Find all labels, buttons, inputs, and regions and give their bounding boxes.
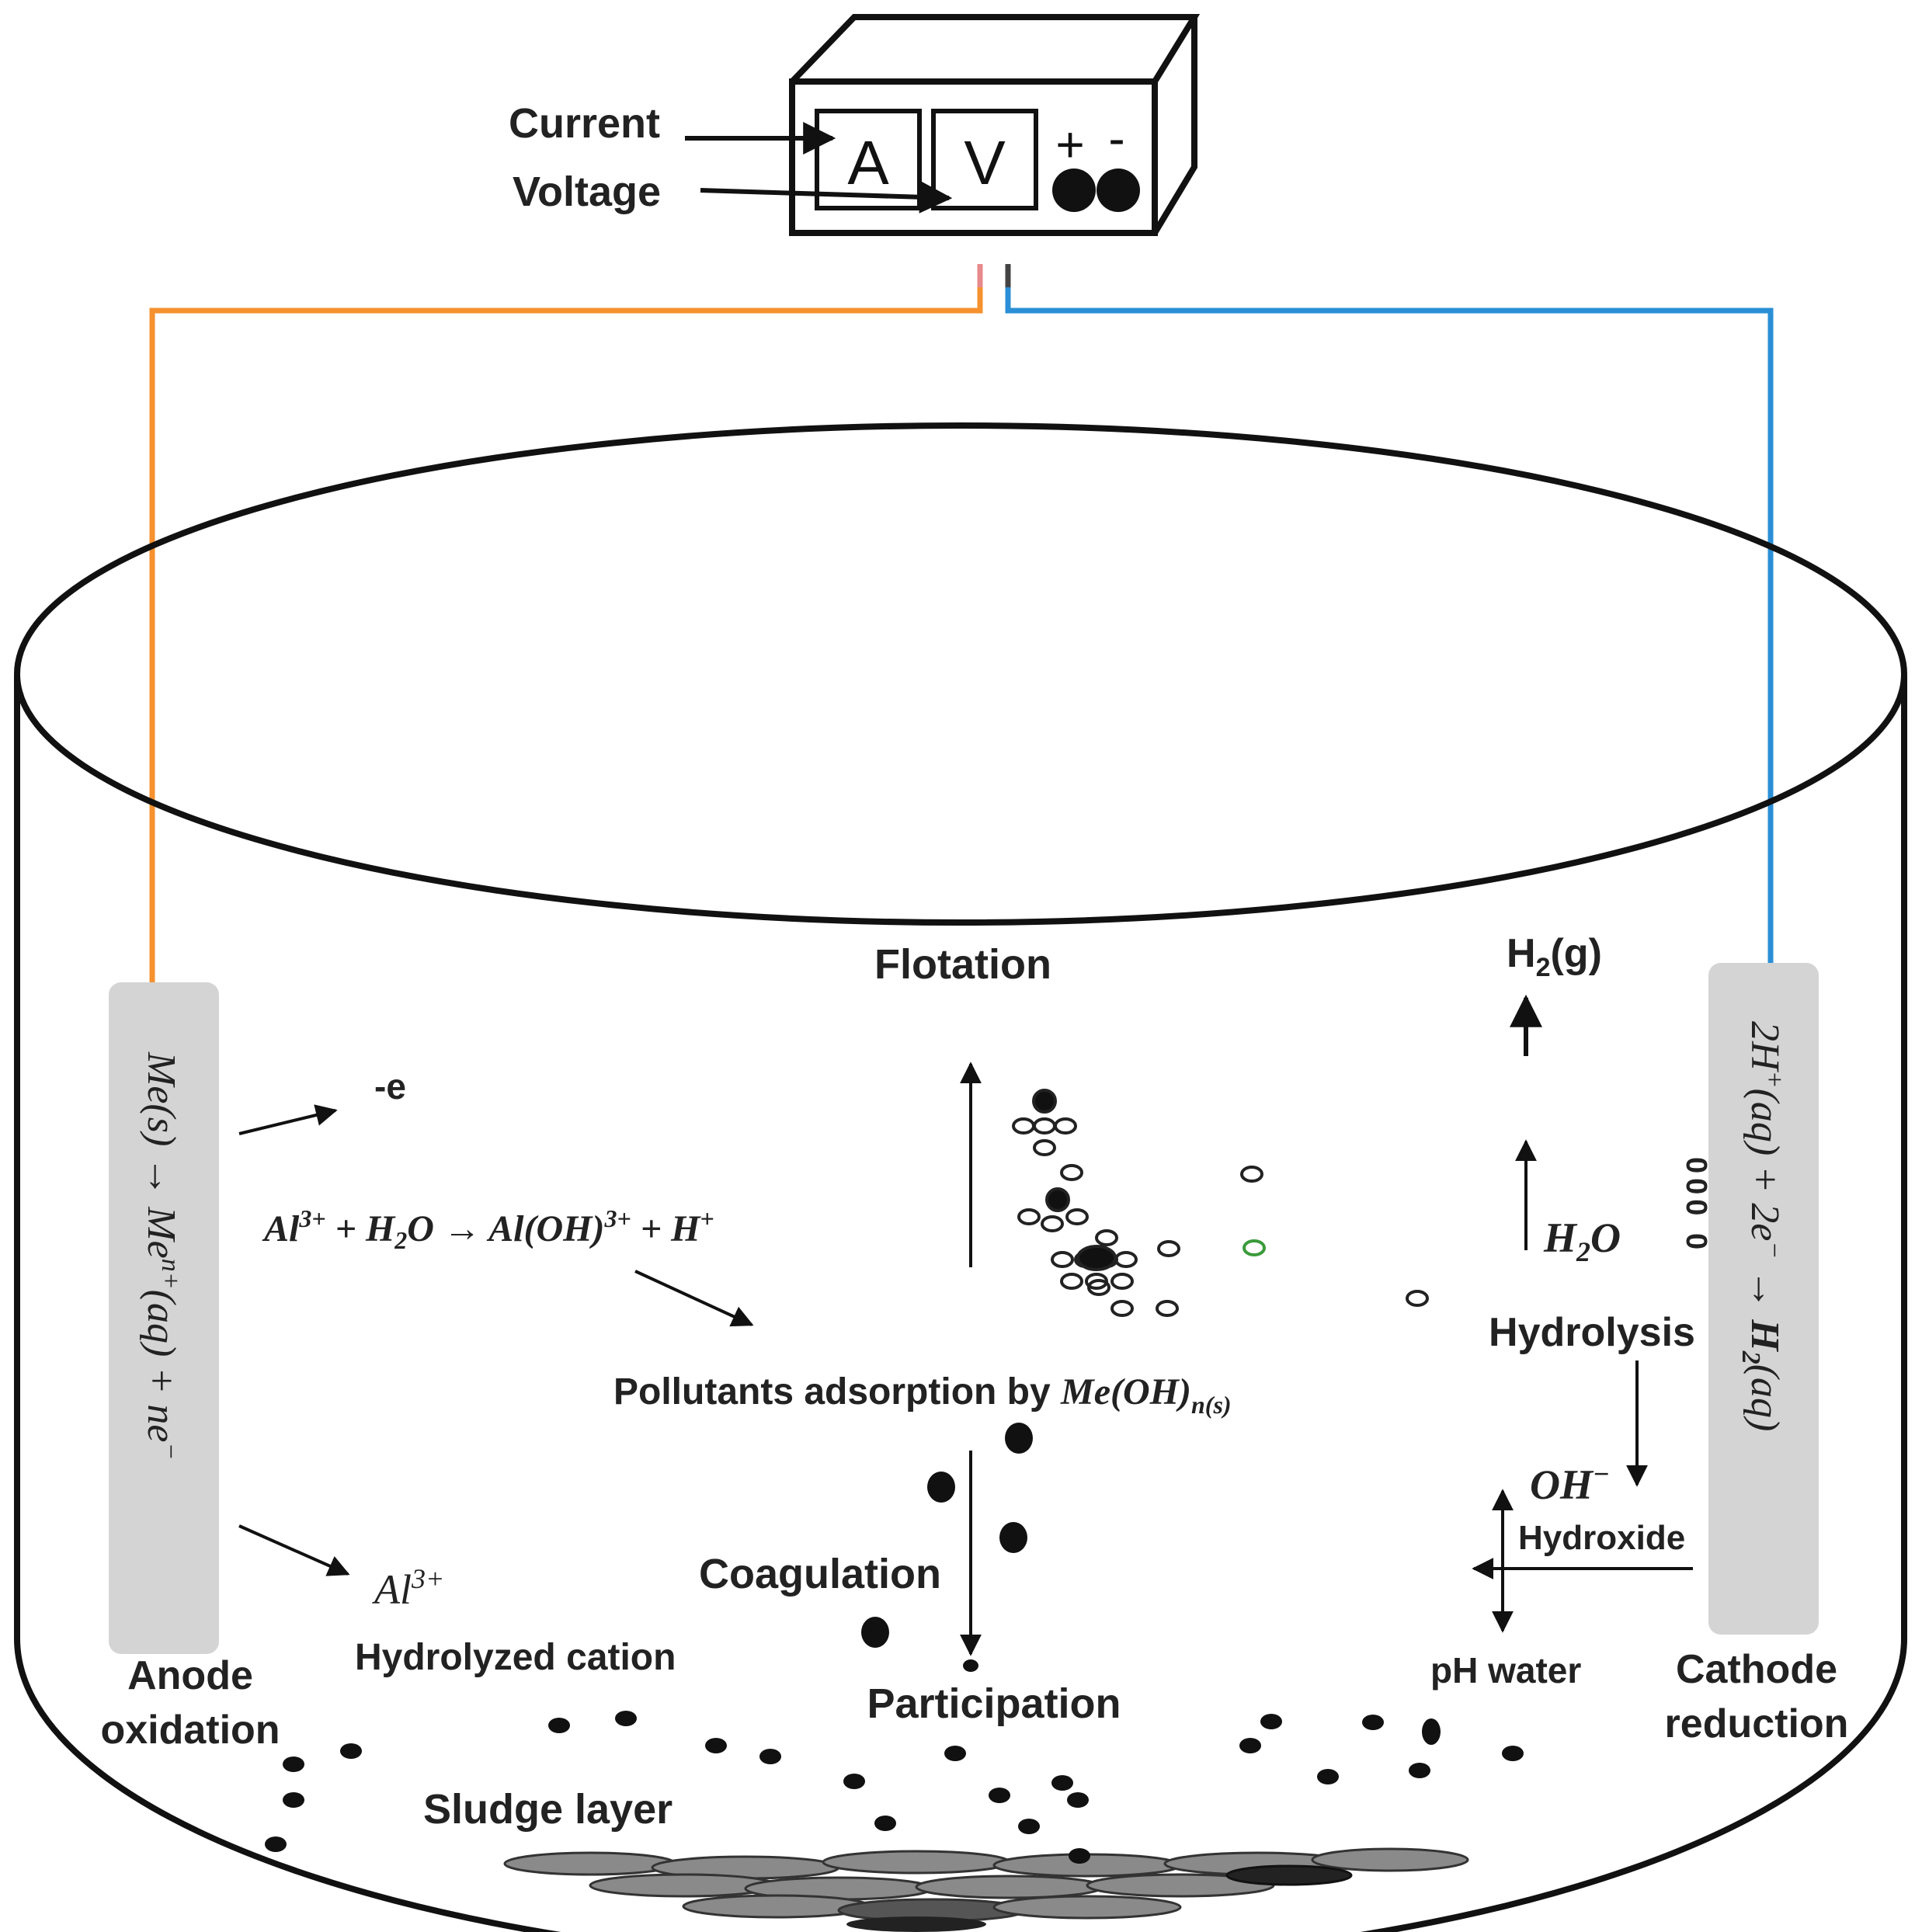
sludge-particles	[265, 1711, 1524, 1864]
cathode-label-line2: reduction	[1665, 1701, 1849, 1746]
floc-bubble	[1060, 1273, 1083, 1290]
power-supply-top	[790, 14, 1201, 84]
cathode-reaction: 2H+(aq) + 2e− → H2(aq)	[1736, 1021, 1788, 1431]
pollutants-adsorption-label: Pollutants adsorption by Me(OH)n(s)	[613, 1371, 1232, 1419]
hydroxide-ion-label: OH−	[1530, 1458, 1610, 1508]
ammeter-label: A	[847, 128, 889, 197]
floc-bubble	[1110, 1300, 1134, 1317]
al-ion-label: Al3+	[372, 1563, 444, 1613]
cathode-wire	[1005, 264, 1774, 971]
power-supply-side	[1152, 17, 1197, 235]
floc-bubble	[1243, 1239, 1266, 1256]
negative-terminal	[1097, 169, 1140, 212]
positive-terminal-label: +	[1055, 116, 1084, 172]
hydroxide-label: Hydroxide	[1518, 1519, 1685, 1557]
tank-rim	[14, 422, 1907, 926]
floc-bubble	[1012, 1117, 1035, 1135]
floc-bubble	[1240, 1166, 1263, 1183]
anode-wire	[149, 264, 983, 994]
floc-bubble	[1065, 1208, 1089, 1225]
coagulation-label: Coagulation	[699, 1551, 941, 1597]
floc-bubble	[1406, 1290, 1429, 1307]
electron-label: -e	[374, 1066, 406, 1107]
floc-particle-filled	[1032, 1089, 1057, 1114]
coagulating-particles	[861, 1423, 1033, 1672]
floc-bubble	[1087, 1279, 1110, 1296]
floc-cluster	[1012, 1089, 1429, 1317]
floc-bubble	[1110, 1273, 1134, 1290]
hydrogen-gas-label: H2(g)	[1507, 931, 1602, 982]
voltage-arrow	[700, 180, 953, 214]
al-ion-arrow	[238, 1524, 350, 1576]
floc-bubble	[1041, 1215, 1064, 1232]
floc-bubble	[1114, 1251, 1138, 1268]
voltage-label: Voltage	[513, 169, 661, 215]
floc-bubble	[1051, 1251, 1074, 1268]
floc-particle-filled	[1076, 1245, 1117, 1271]
voltmeter-label: V	[964, 128, 1006, 197]
current-label: Current	[509, 100, 660, 147]
ammeter	[815, 109, 922, 210]
sludge-deposit	[503, 1847, 1469, 1932]
hydrolyzed-cation-label: Hydrolyzed cation	[355, 1637, 676, 1678]
floc-bubble	[1033, 1139, 1056, 1156]
tank	[14, 422, 1907, 1932]
anode-label-line1: Anode	[127, 1653, 253, 1698]
floc-bubble	[1157, 1240, 1180, 1257]
hydrolysis-equation: Al3+ + H2O → Al(OH)3+ + H+	[262, 1204, 714, 1254]
flotation-label: Flotation	[874, 941, 1051, 988]
anode-label-line2: oxidation	[100, 1708, 280, 1753]
floc-particle-filled	[1045, 1187, 1070, 1212]
equation-to-adsorption-arrow	[634, 1270, 754, 1327]
tank-body	[14, 676, 1907, 1932]
cathode-bubbles: 000 0	[1680, 1157, 1712, 1254]
floc-bubble	[1060, 1164, 1083, 1181]
floc-bubble	[1017, 1208, 1041, 1225]
floc-bubble	[1054, 1117, 1077, 1135]
hydrolysis-label: Hydrolysis	[1489, 1310, 1695, 1355]
positive-terminal	[1052, 169, 1096, 212]
cathode-electrode	[1708, 963, 1819, 1635]
electron-arrow	[238, 1104, 338, 1135]
water-label: H2O	[1543, 1214, 1621, 1267]
sludge-layer-label: Sludge layer	[423, 1786, 673, 1833]
floc-bubble	[1095, 1229, 1118, 1246]
negative-terminal-label: -	[1108, 110, 1124, 166]
anode-reaction: Me(s) → Men+(aq) + ne−	[139, 1051, 185, 1460]
power-supply: A V + - Current Voltage	[509, 14, 1201, 236]
floc-bubble	[1033, 1117, 1056, 1135]
anode-electrode	[109, 982, 219, 1654]
participation-label: Participation	[867, 1680, 1121, 1727]
cathode-label-line1: Cathode	[1676, 1647, 1837, 1692]
floc-bubble	[1156, 1300, 1179, 1317]
ph-water-label: pH water	[1430, 1650, 1581, 1690]
